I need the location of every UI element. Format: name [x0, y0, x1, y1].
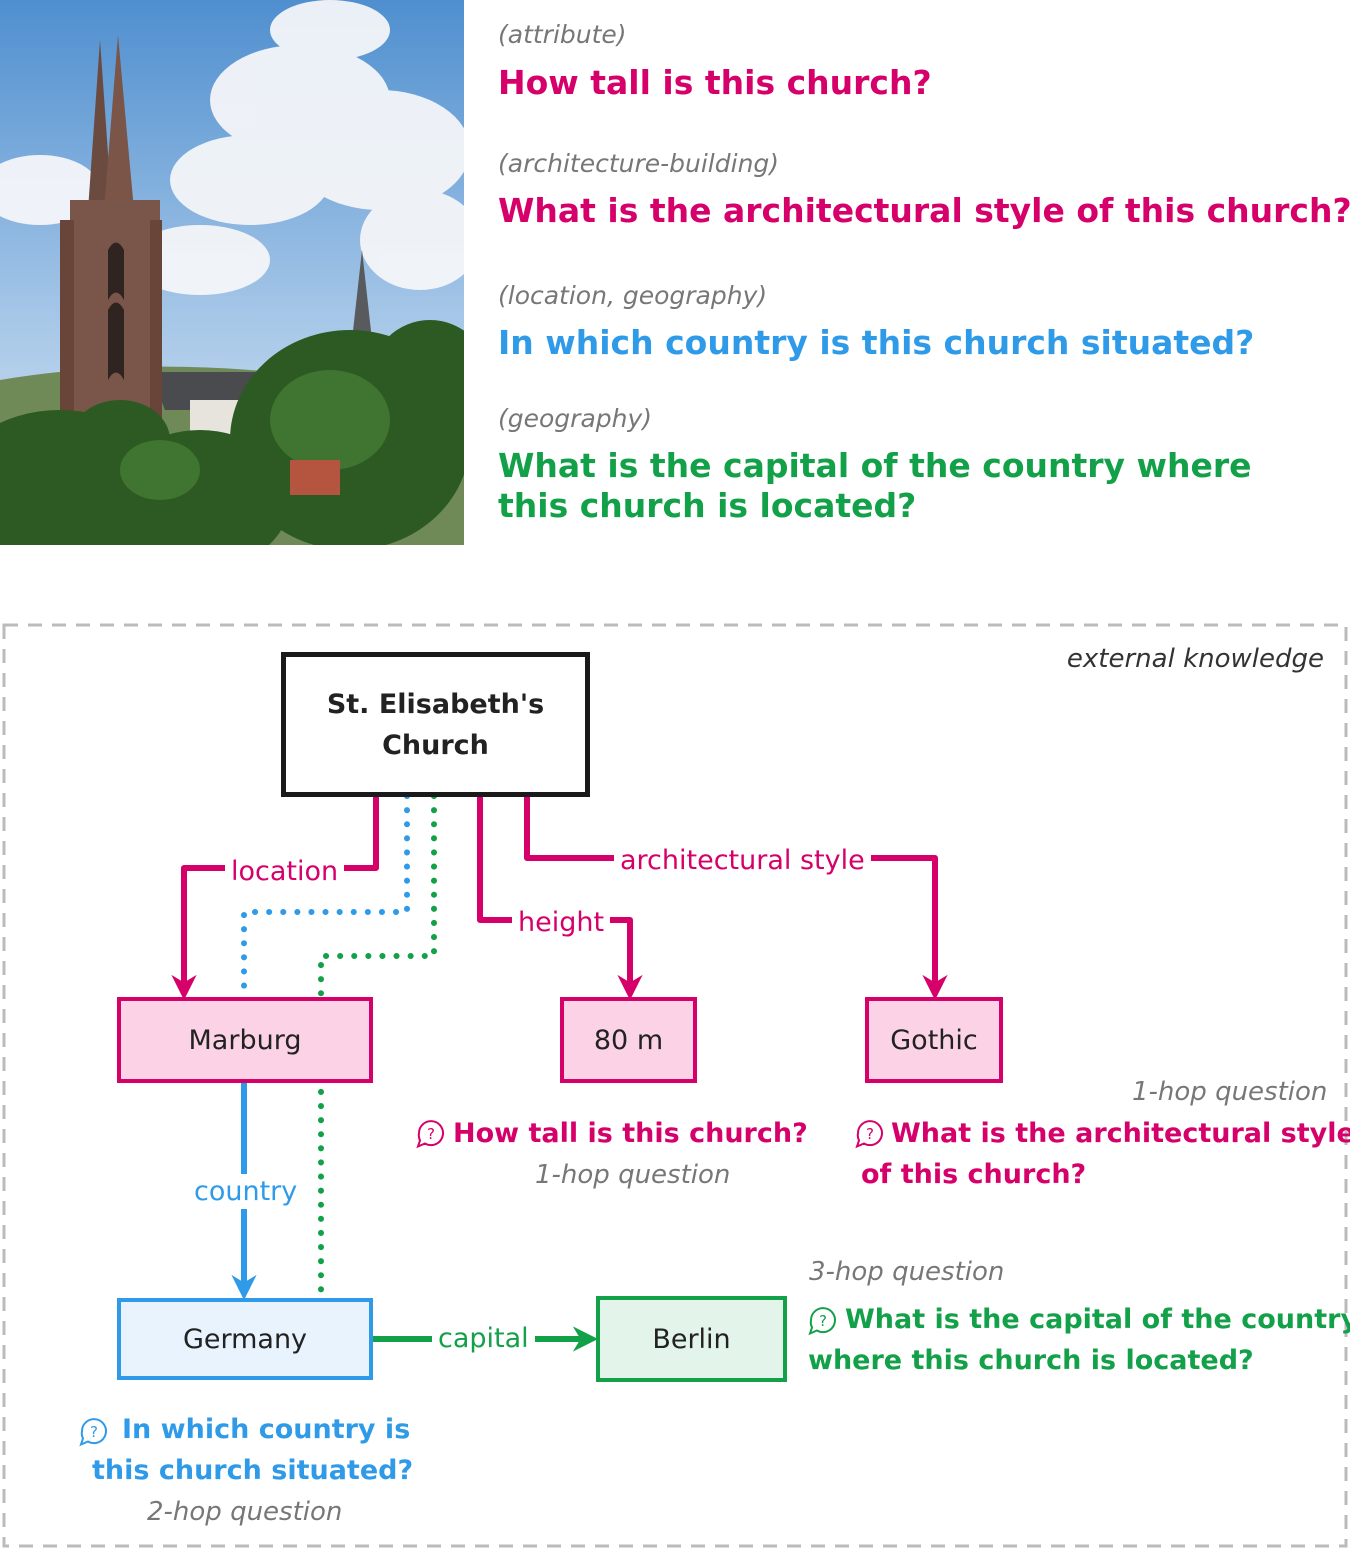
question-country: In which country is this church situated… — [498, 323, 1255, 362]
annotation-height-hop: 1-hop question — [535, 1160, 731, 1190]
annotation-capital-question-line2: where this church is located? — [808, 1345, 1254, 1376]
question-category-architecture: (architecture-building) — [498, 149, 780, 178]
question-capital-line2: this church is located? — [498, 486, 917, 525]
question-category-geography: (geography) — [498, 404, 653, 433]
question-style: What is the architectural style of this … — [498, 191, 1350, 230]
church-photo — [0, 0, 464, 545]
edge-label-architectural-style: architectural style — [614, 847, 871, 874]
question-height: How tall is this church? — [498, 63, 932, 102]
node-marburg: Marburg — [117, 997, 373, 1083]
edge-label-location: location — [225, 858, 345, 885]
question-bubble-icon — [808, 1307, 836, 1336]
annotation-height-question: How tall is this church? — [453, 1118, 808, 1149]
question-category-location: (location, geography) — [498, 281, 768, 310]
annotation-capital-question-line1: What is the capital of the country — [845, 1304, 1350, 1335]
edge-label-country: country — [188, 1174, 304, 1209]
node-germany: Germany — [117, 1298, 373, 1380]
edge-label-capital: capital — [432, 1325, 535, 1352]
node-berlin: Berlin — [596, 1296, 787, 1382]
edge-location — [171, 796, 379, 1001]
path-2hop-dotted — [241, 793, 410, 1001]
question-mark-icon: ? — [90, 1423, 98, 1441]
question-bubble-icon — [416, 1120, 444, 1149]
external-knowledge-frame — [2, 623, 1348, 1548]
annotation-style-hop: 1-hop question — [1132, 1077, 1328, 1107]
external-knowledge-label: external knowledge — [1066, 644, 1324, 674]
annotation-capital-hop: 3-hop question — [809, 1257, 1005, 1287]
question-mark-icon: ? — [819, 1312, 827, 1330]
node-church: St. Elisabeth's Church — [281, 652, 590, 797]
annotation-country-question-line1: In which country is — [122, 1414, 411, 1445]
edge-architectural-style — [524, 796, 948, 1001]
edge-height — [477, 796, 643, 1001]
question-bubble-icon — [79, 1418, 107, 1447]
annotation-country-hop: 2-hop question — [147, 1497, 343, 1527]
question-mark-icon: ? — [866, 1125, 874, 1143]
node-height-value: 80 m — [560, 997, 697, 1083]
annotation-country-question-line2: this church situated? — [92, 1455, 414, 1486]
node-church-line1: St. Elisabeth's — [326, 688, 545, 720]
question-mark-icon: ? — [427, 1125, 435, 1143]
node-gothic: Gothic — [865, 997, 1003, 1083]
question-bubble-icon — [855, 1120, 883, 1149]
annotation-style-question-line1: What is the architectural style — [891, 1118, 1350, 1149]
node-church-line2: Church — [382, 729, 489, 761]
question-capital-line1: What is the capital of the country where — [498, 446, 1252, 485]
edge-label-height: height — [512, 909, 611, 936]
annotation-style-question-line2: of this church? — [861, 1159, 1087, 1190]
question-category-attribute: (attribute) — [498, 20, 627, 49]
